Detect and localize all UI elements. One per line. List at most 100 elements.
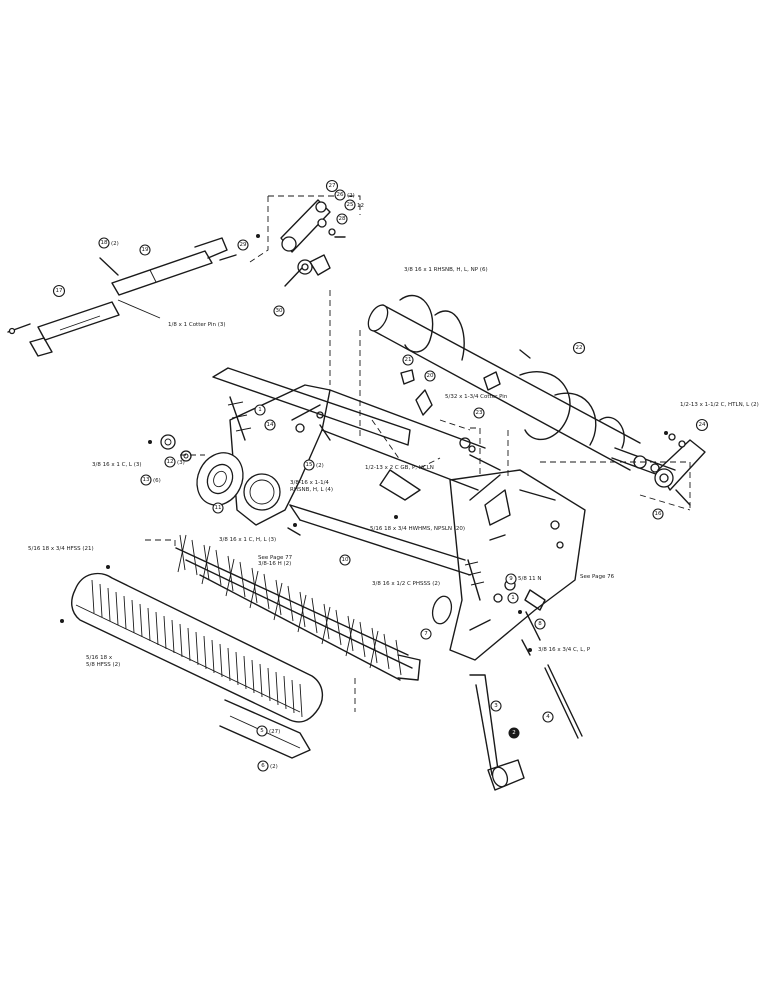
qty-text: (2) [316, 463, 324, 469]
callout-21: 21 [402, 354, 414, 366]
main-frame [148, 367, 586, 661]
qty-text: (3) [177, 460, 185, 466]
callout-text: 1 [258, 407, 262, 413]
qty-text: (6) [153, 478, 161, 484]
callout-text: 28 [339, 216, 346, 222]
callout-8: 8 [534, 618, 546, 630]
callout-text: 15 [306, 462, 313, 468]
callout-29: 29 [237, 239, 249, 251]
callout-9: 9 [505, 573, 517, 585]
callout-text: 1 [511, 595, 515, 601]
callout-text: 26 [337, 192, 344, 198]
label-hfss-left-2: 5/8 HFSS (2) [86, 662, 120, 668]
callout-4: 4 [542, 711, 554, 723]
callout-text: 11 [215, 505, 222, 511]
callout-text: 5 [260, 728, 264, 734]
callout-text: 6 [261, 763, 265, 769]
qty-text: (2) [111, 241, 119, 247]
callout-text: 24 [699, 422, 706, 428]
callout-20: 20 [424, 370, 436, 382]
callout-15: 15 [303, 459, 315, 471]
arm-sprocket-assembly [256, 199, 346, 287]
callout-text: 29 [240, 242, 247, 248]
leader-lines [145, 195, 691, 712]
shaft-tube-assembly [7, 237, 237, 357]
callout-bubbles: 27 26 25 28 18 19 29 17 30 21 22 23 20 2… [52, 179, 709, 772]
callout-27-top: 27 [325, 179, 339, 193]
hardware-labels: 1/8 x 1 Cotter Pin (3) 3/8 16 x 1 RHSNB,… [28, 267, 759, 668]
callout-25: 25 [344, 199, 356, 211]
qty-text: (2) [270, 764, 278, 770]
callout-text: 3 [494, 703, 498, 709]
callout-text: 19 [142, 247, 149, 253]
label-cgb-center: 1/2-13 x 2 C GB, P, HCLN [365, 465, 434, 471]
callout-28: 28 [336, 213, 348, 225]
callout-text: 13 [143, 477, 150, 483]
label-hn-right: 5/8 11 N [518, 576, 541, 582]
callout-14: 14 [264, 419, 276, 431]
lever-cable-assembly [469, 639, 583, 791]
label-rhsnb-mid-1: 3/8-16 x 1-1/4 [290, 480, 329, 486]
callout-text: 8 [538, 621, 542, 627]
label-hwhms-center: 5/16 18 x 3/4 HWHMS, NPSLN (20) [370, 526, 465, 532]
label-h-center: 3/8-16 H (2) [258, 561, 291, 567]
label-see-page-76: See Page 76 [580, 574, 615, 580]
label-cphss-right: 3/8 16 x 1/2 C PHSSS (2) [372, 581, 440, 587]
callout-1a: 1 [254, 404, 266, 416]
qty-text: (2) [347, 193, 355, 199]
callout-text: 27 [329, 183, 336, 189]
callout-7: 7 [420, 628, 432, 640]
callout-text: 16 [655, 511, 662, 517]
callout-text: 10 [342, 557, 349, 563]
callout-3: 3 [490, 700, 502, 712]
callout-2: 2 [508, 727, 520, 739]
callout-text: 9 [509, 576, 513, 582]
tine-bar-assembly [175, 534, 421, 681]
callout-quantities: (2) 12 (2) (3) (2) (6) (27) (2) [111, 193, 364, 770]
label-cl-left: 3/8 16 x 1 C, L (3) [92, 462, 142, 468]
callout-text: 25 [347, 202, 354, 208]
callout-18: 18 [98, 237, 110, 249]
callout-5: 5 [256, 725, 268, 737]
callout-30: 30 [273, 305, 285, 317]
callout-19: 19 [139, 244, 151, 256]
callout-text: 30 [276, 308, 283, 314]
callout-16: 16 [652, 508, 664, 520]
callout-text: 12 [167, 459, 174, 465]
label-hfss-left-1: 5/16 18 x [86, 655, 113, 661]
callout-17: 17 [52, 284, 66, 298]
callout-6: 6 [257, 760, 269, 772]
callout-11: 11 [212, 502, 224, 514]
label-rhsnb-mid-2: RHSNB, H, L (4) [290, 487, 333, 493]
callout-1b: 1 [507, 592, 519, 604]
callout-24: 24 [695, 418, 709, 432]
callout-text: 20 [427, 373, 434, 379]
callout-text: 18 [101, 240, 108, 246]
callout-text: 23 [476, 410, 483, 416]
label-cotter-pin-right: 5/32 x 1-3/4 Cotter Pin [445, 394, 508, 400]
label-hfss-top: 5/16 18 x 3/4 HFSS (21) [28, 546, 94, 552]
callout-text: 7 [424, 631, 428, 637]
callout-text: 4 [546, 714, 550, 720]
callout-12: 12 [164, 456, 176, 468]
callout-text: 17 [56, 288, 63, 294]
label-clp-right: 3/8 16 x 3/4 C, L, P [538, 647, 591, 653]
label-cotter-pin-left: 1/8 x 1 Cotter Pin (3) [168, 322, 226, 328]
label-htln-right: 1/2-13 x 1-1/2 C, HTLN, L (2) [680, 402, 759, 408]
qty-text: (27) [269, 729, 280, 735]
callout-13: 13 [140, 474, 152, 486]
label-rhsnb-top: 3/8 16 x 1 RHSNB, H, L, NP (6) [404, 267, 488, 273]
auger-assembly [367, 294, 706, 506]
callout-text: 14 [267, 422, 274, 428]
callout-22: 22 [572, 341, 586, 355]
label-chl-center: 3/8 16 x 1 C, H, L (3) [219, 537, 276, 543]
label-see-page-77: See Page 77 [258, 555, 293, 561]
callout-26: 26 [334, 189, 346, 201]
qty-text: 12 [357, 203, 364, 209]
callout-text: 21 [405, 357, 412, 363]
callout-text: 22 [576, 345, 583, 351]
callout-10: 10 [339, 554, 351, 566]
callout-23: 23 [473, 407, 485, 419]
